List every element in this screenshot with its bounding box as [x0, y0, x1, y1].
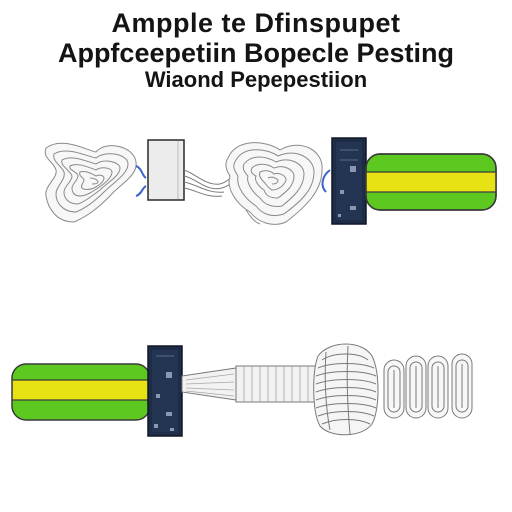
bottom-loop-ring-3	[427, 355, 449, 419]
top-navy-panel	[331, 137, 367, 225]
top-blue-clip-left	[135, 165, 147, 197]
bottom-navy-panel	[147, 345, 183, 437]
bottom-threaded-connector	[235, 365, 321, 403]
diagram-title: Ampple te Dfinspupet Appfceepetiin Bopec…	[0, 8, 512, 93]
bottom-loop-ring-1	[383, 359, 405, 419]
top-swirl-heart-left	[44, 142, 137, 223]
title-line-1: Ampple te Dfinspupet	[111, 8, 401, 38]
title-line-2: Appfceepetiin Bopecle Pesting	[57, 38, 455, 69]
bottom-tapered-shaft	[181, 367, 237, 401]
top-swirl-right	[225, 142, 323, 225]
bottom-loop-ring-4	[451, 353, 473, 419]
top-blue-clip-right	[321, 169, 331, 193]
title-line-3: Wiaond Pepepestiion	[144, 67, 368, 93]
bottom-striped-handle	[11, 363, 151, 421]
top-grey-block	[147, 139, 185, 201]
top-striped-handle	[365, 153, 497, 211]
bottom-loop-ring-2	[405, 355, 427, 419]
bottom-coiled-brush-head	[313, 343, 379, 436]
